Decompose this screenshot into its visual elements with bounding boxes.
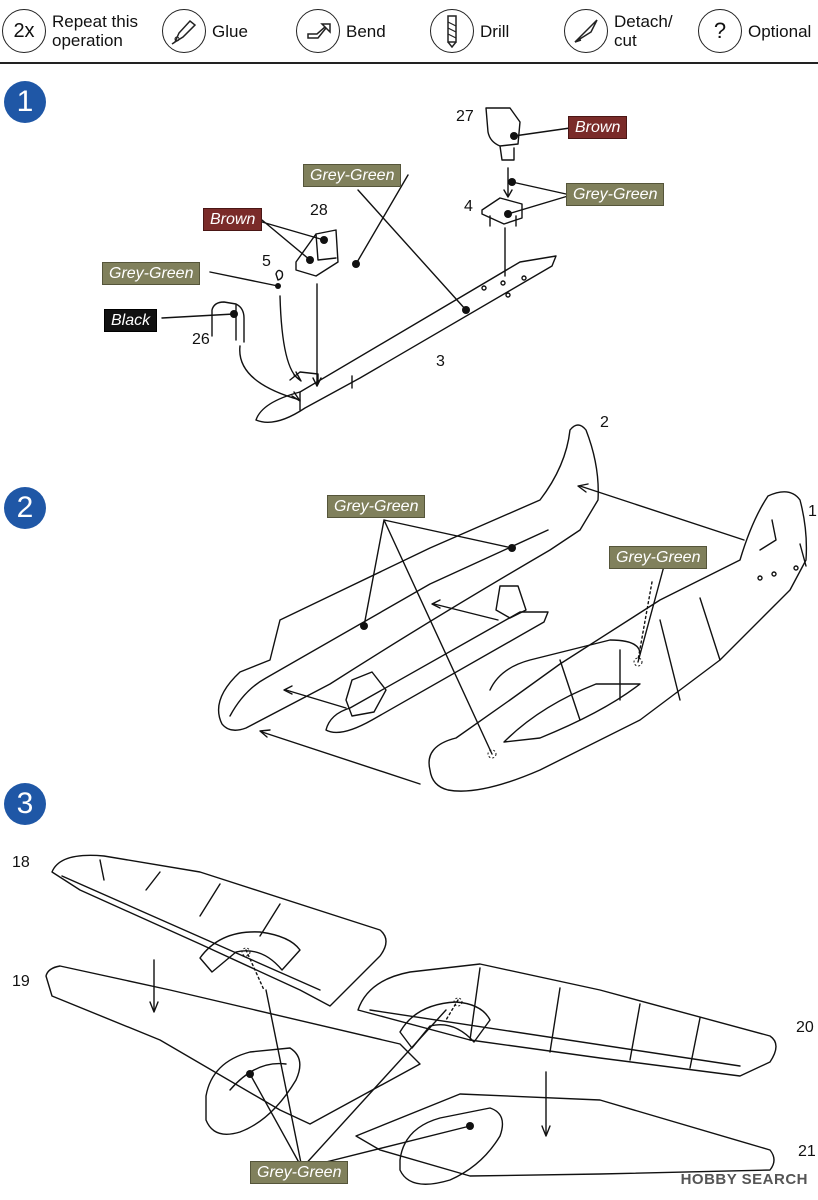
glue-tube-icon <box>162 9 206 53</box>
seat-back-27-part <box>485 107 521 161</box>
upper-wing-left <box>51 854 387 1007</box>
part-number-18: 18 <box>12 854 30 871</box>
paint-tag-brown: Brown <box>568 116 628 139</box>
bend-icon <box>296 9 340 53</box>
legend-glue: Glue <box>162 6 248 56</box>
watermark: HOBBY SEARCH <box>680 1171 808 1188</box>
part-number-26: 26 <box>192 331 210 348</box>
part-number-3: 3 <box>436 353 445 370</box>
part-number-5: 5 <box>262 253 271 270</box>
part-number-20: 20 <box>796 1019 814 1036</box>
part-number-1: 1 <box>808 503 817 520</box>
instruction-legend: 2x Repeat this operation Glue Bend Drill… <box>0 0 818 64</box>
cockpit-floor-part <box>255 255 557 423</box>
paint-tag-grey-green: Grey-Green <box>609 546 708 569</box>
seat-28-part <box>295 229 339 277</box>
paint-tag-grey-green: Grey-Green <box>102 262 201 285</box>
paint-tag-grey-green: Grey-Green <box>327 495 426 518</box>
stick-26-part <box>211 301 245 343</box>
legend-repeat: 2x Repeat this operation <box>2 6 138 56</box>
paint-tag-brown: Brown <box>203 208 263 231</box>
part-number-2: 2 <box>600 414 609 431</box>
part-number-19: 19 <box>12 973 30 990</box>
paint-tag-black: Black <box>104 309 158 332</box>
legend-detach-cut: Detach/ cut <box>564 6 673 56</box>
legend-optional: ? Optional <box>698 6 811 56</box>
fuselage-half-left <box>217 424 599 731</box>
paint-tag-grey-green: Grey-Green <box>566 183 665 206</box>
fuselage-half-right <box>428 491 808 792</box>
seat-mount-4-part <box>481 197 523 227</box>
legend-drill: Drill <box>430 6 509 56</box>
upper-wing-right <box>357 963 777 1077</box>
knife-icon <box>564 9 608 53</box>
part-number-28: 28 <box>310 202 328 219</box>
drill-icon <box>430 9 474 53</box>
step-3-badge: 3 <box>4 783 46 825</box>
part-number-21: 21 <box>798 1143 816 1160</box>
lower-wing-left <box>45 965 421 1125</box>
assembly-line-art <box>45 107 808 1185</box>
part-number-27: 27 <box>456 108 474 125</box>
part-number-4: 4 <box>464 198 473 215</box>
paint-tag-grey-green: Grey-Green <box>303 164 402 187</box>
repeat-2x-icon: 2x <box>2 9 46 53</box>
lower-wing-right <box>355 1093 775 1177</box>
step-1-badge: 1 <box>4 81 46 123</box>
step-2-badge: 2 <box>4 487 46 529</box>
paint-tag-grey-green: Grey-Green <box>250 1161 349 1184</box>
question-icon: ? <box>698 9 742 53</box>
legend-bend: Bend <box>296 6 386 56</box>
